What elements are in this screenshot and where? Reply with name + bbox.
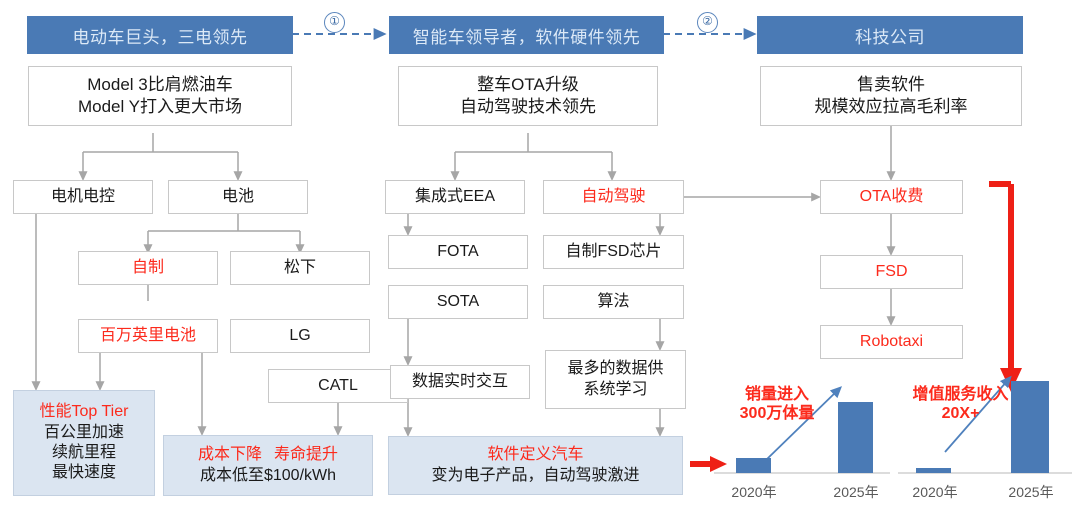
box-battery[interactable]: 电池 bbox=[168, 180, 308, 214]
header-tech-company[interactable]: 科技公司 bbox=[758, 17, 1022, 53]
chart-2-annotation: 增值服务收入 20X+ bbox=[893, 385, 1028, 423]
box-sell-software-summary[interactable]: 售卖软件 规模效应拉高毛利率 bbox=[760, 66, 1022, 126]
chart-2-annotation-line1: 增值服务收入 bbox=[912, 386, 1009, 403]
box-battery-label: 电池 bbox=[221, 187, 254, 205]
box-performance-line3: 续航里程 bbox=[51, 444, 116, 461]
box-sell-software-line1: 售卖软件 bbox=[857, 75, 925, 95]
box-lg[interactable]: LG bbox=[230, 319, 370, 353]
box-fsd-chip[interactable]: 自制FSD芯片 bbox=[543, 235, 684, 269]
chart-2-bar-2020 bbox=[916, 468, 951, 473]
box-performance-top-tier[interactable]: 性能Top Tier 百公里加速 续航里程 最快速度 bbox=[13, 390, 155, 496]
box-self-made-label: 自制 bbox=[131, 258, 164, 276]
box-ota-summary-line1: 整车OTA升级 bbox=[477, 75, 579, 95]
box-cost-down-line1b: 寿命提升 bbox=[274, 446, 339, 464]
box-sdv-line1: 软件定义汽车 bbox=[487, 446, 584, 464]
header-ev-giant-label: 电动车巨头，三电领先 bbox=[72, 27, 248, 47]
box-algorithm-label: 算法 bbox=[597, 292, 630, 310]
box-cost-down-line1a: 成本下降 bbox=[197, 446, 262, 464]
box-most-data-line2: 系统学习 bbox=[583, 380, 648, 398]
box-lg-label: LG bbox=[289, 326, 311, 344]
header-smart-car-leader[interactable]: 智能车领导者，软件硬件领先 bbox=[390, 17, 663, 53]
box-algorithm[interactable]: 算法 bbox=[543, 285, 684, 319]
chart-1-annotation-line1: 销量进入 bbox=[744, 386, 809, 403]
box-panasonic[interactable]: 松下 bbox=[230, 251, 370, 285]
box-performance-line4: 最快速度 bbox=[51, 464, 116, 482]
box-realtime-data-label: 数据实时交互 bbox=[411, 372, 508, 390]
box-cost-down-line2: 成本低至$100/kWh bbox=[199, 466, 337, 484]
box-sdv-line2: 变为电子产品，自动驾驶激进 bbox=[431, 466, 640, 484]
box-integrated-eea[interactable]: 集成式EEA bbox=[385, 180, 525, 214]
box-fsd-chip-label: 自制FSD芯片 bbox=[565, 242, 662, 260]
box-catl[interactable]: CATL bbox=[268, 369, 408, 403]
box-fota[interactable]: FOTA bbox=[388, 235, 528, 269]
box-self-made[interactable]: 自制 bbox=[78, 251, 218, 285]
chart-2-annotation-line2: 20X+ bbox=[941, 405, 980, 423]
chart-2-xtick-2020: 2020年 bbox=[912, 484, 958, 500]
box-fota-label: FOTA bbox=[437, 242, 479, 260]
box-most-data[interactable]: 最多的数据供 系统学习 bbox=[545, 350, 686, 409]
chart-1-annotation: 销量进入 300万体量 bbox=[722, 385, 832, 423]
header-tech-company-label: 科技公司 bbox=[855, 27, 925, 47]
box-performance-line1: 性能Top Tier bbox=[39, 403, 129, 421]
box-fsd[interactable]: FSD bbox=[820, 255, 963, 289]
box-motor-control[interactable]: 电机电控 bbox=[13, 180, 153, 214]
box-fsd-label: FSD bbox=[875, 262, 908, 280]
box-realtime-data[interactable]: 数据实时交互 bbox=[390, 365, 530, 399]
header-ev-giant[interactable]: 电动车巨头，三电领先 bbox=[28, 17, 292, 53]
box-integrated-eea-label: 集成式EEA bbox=[414, 187, 496, 205]
box-performance-line2: 百公里加速 bbox=[43, 423, 124, 441]
box-ota-summary-line2: 自动驾驶技术领先 bbox=[460, 97, 596, 116]
header-smart-car-leader-label: 智能车领导者，软件硬件领先 bbox=[412, 27, 641, 47]
box-model-summary[interactable]: Model 3比肩燃油车 Model Y打入更大市场 bbox=[28, 66, 292, 126]
box-most-data-line1: 最多的数据供 bbox=[567, 360, 664, 378]
connector-marker-2: ② bbox=[697, 12, 718, 33]
box-catl-label: CATL bbox=[318, 376, 358, 394]
box-million-mile-battery[interactable]: 百万英里电池 bbox=[78, 319, 218, 353]
chart-1-annotation-line2: 300万体量 bbox=[739, 405, 815, 423]
box-robotaxi-label: Robotaxi bbox=[859, 332, 924, 350]
box-robotaxi[interactable]: Robotaxi bbox=[820, 325, 963, 359]
box-million-mile-battery-label: 百万英里电池 bbox=[99, 326, 196, 344]
chart-1-xtick-2020: 2020年 bbox=[731, 484, 777, 500]
box-panasonic-label: 松下 bbox=[283, 258, 316, 276]
connector-marker-1: ① bbox=[324, 12, 345, 33]
box-autonomous-driving[interactable]: 自动驾驶 bbox=[543, 180, 684, 214]
chart-1-bar-2020 bbox=[736, 458, 771, 473]
box-sota[interactable]: SOTA bbox=[388, 285, 528, 319]
chart-1-xtick-2025: 2025年 bbox=[833, 484, 879, 500]
box-autonomous-driving-label: 自动驾驶 bbox=[581, 187, 646, 205]
box-ota-summary[interactable]: 整车OTA升级 自动驾驶技术领先 bbox=[398, 66, 658, 126]
box-ota-fee-label: OTA收费 bbox=[859, 187, 924, 205]
box-cost-down[interactable]: 成本下降寿命提升 成本低至$100/kWh bbox=[163, 435, 373, 496]
box-software-defined-vehicle[interactable]: 软件定义汽车 变为电子产品，自动驾驶激进 bbox=[388, 436, 683, 495]
box-sell-software-line2: 规模效应拉高毛利率 bbox=[814, 97, 968, 116]
chart-2-xtick-2025: 2025年 bbox=[1008, 484, 1054, 500]
box-ota-fee[interactable]: OTA收费 bbox=[820, 180, 963, 214]
box-model-summary-line1: Model 3比肩燃油车 bbox=[87, 75, 233, 95]
chart-1-bar-2025 bbox=[838, 402, 873, 473]
box-model-summary-line2: Model Y打入更大市场 bbox=[77, 97, 243, 116]
box-motor-control-label: 电机电控 bbox=[50, 187, 115, 205]
box-sota-label: SOTA bbox=[436, 292, 480, 310]
chart-2-bar-2025 bbox=[1011, 381, 1049, 473]
